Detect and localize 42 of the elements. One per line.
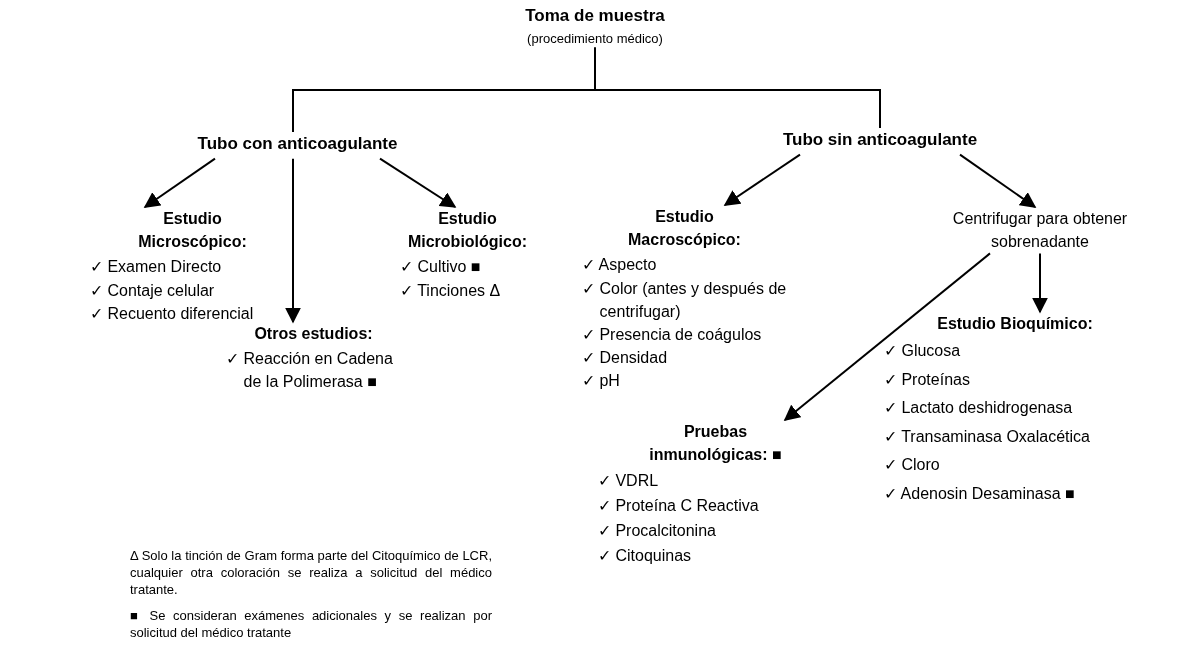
checklist-item: ✓ Cultivo ■: [400, 257, 482, 278]
checklist-item: ✓ Lactato deshidrogenasa: [884, 398, 1074, 419]
checklist-item: ✓ VDRL: [598, 471, 660, 492]
checklist-item: ✓ Examen Directo: [90, 257, 223, 278]
arrow: [723, 153, 801, 206]
footnote: ■ Se consideran exámenes adicionales y se realizan por solicitud del médico tratante: [130, 608, 492, 642]
checklist-item: ✓ Glucosa: [884, 341, 962, 362]
checklist-item: ✓ Tinciones Δ: [400, 280, 502, 301]
checklist-item: ✓ Densidad: [582, 348, 669, 369]
footnote: Δ Solo la tinción de Gram forma parte del Citoquímico de LCR, cualquier otra coloración se realiza a solicitud del médico tratante.: [130, 548, 492, 599]
arrow: [285, 157, 301, 324]
arrow: [379, 157, 457, 208]
checklist-item: ✓ Transaminasa Oxalacética: [884, 426, 1091, 447]
node-heading: Toma de muestra: [524, 5, 666, 27]
checklist-item: ✓ Proteína C Reactiva: [598, 496, 760, 517]
node-heading: Estudio Bioquímico:: [936, 314, 1094, 334]
checklist-item: ✓ Procalcitonina: [598, 521, 717, 542]
checklist-item: ✓ Aspecto: [582, 255, 658, 276]
node-heading: Tubo con anticoagulante: [196, 133, 399, 155]
arrow: [1032, 252, 1048, 314]
node-heading: Pruebas inmunológicas: ■: [648, 422, 783, 466]
node-heading: Tubo sin anticoagulante: [781, 129, 979, 151]
checklist-item: ✓ Citoquinas: [598, 546, 693, 567]
arrow: [783, 252, 991, 421]
arrow: [143, 157, 216, 208]
connector-line: [594, 46, 881, 129]
node-heading: Otros estudios:: [253, 324, 374, 344]
arrow: [959, 153, 1037, 208]
checklist-item: ✓ pH: [582, 371, 621, 392]
checklist-item: ✓ Adenosin Desaminasa ■: [884, 483, 1076, 504]
node-label: Centrifugar para obtener sobrenadante: [951, 209, 1129, 253]
node-heading: Estudio Macroscópico:: [627, 207, 742, 251]
checklist-item: ✓ Proteínas: [884, 369, 971, 390]
checklist-item: ✓ Color (antes y después de centrifugar): [582, 278, 787, 322]
checklist-item: ✓ Presencia de coágulos: [582, 324, 763, 345]
node-subtitle: (procedimiento médico): [526, 30, 664, 48]
checklist-item: ✓ Recuento diferencial: [90, 303, 255, 324]
checklist-item: ✓ Contaje celular: [90, 280, 216, 301]
node-heading: Estudio Microscópico:: [137, 209, 248, 253]
checklist-item: ✓ Reacción en Cadena de la Polimerasa ■: [226, 349, 394, 393]
node-heading: Estudio Microbiológico:: [406, 209, 529, 253]
checklist-item: ✓ Cloro: [884, 455, 941, 476]
